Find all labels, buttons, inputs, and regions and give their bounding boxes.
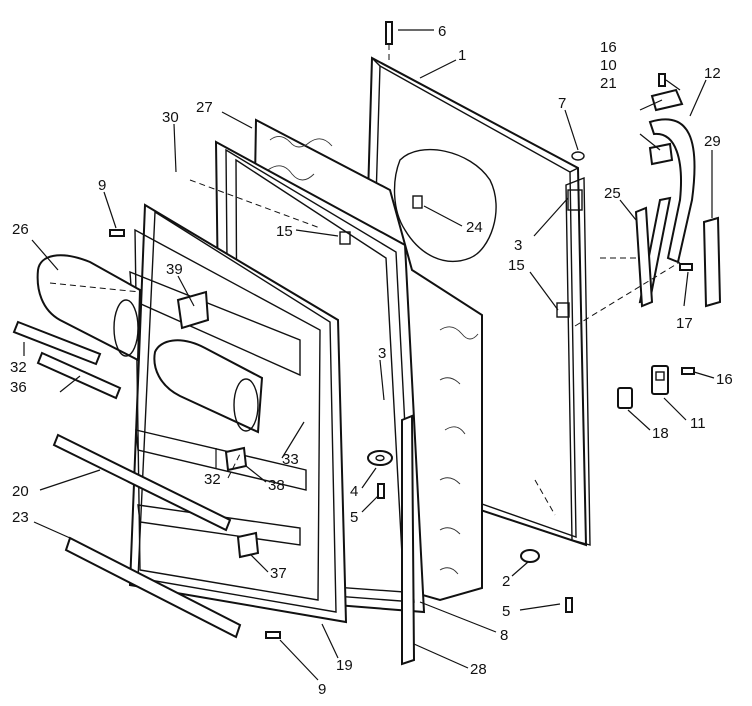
screws [109, 21, 695, 639]
callout-32: 32 [204, 471, 221, 488]
door-stop-2 [520, 549, 540, 563]
trim-25 [634, 206, 654, 308]
cover-11 [651, 365, 669, 395]
callout-21: 21 [600, 75, 617, 92]
shelf-support-38 [224, 446, 248, 472]
callout-37: 37 [270, 565, 287, 582]
callout-32: 32 [10, 359, 27, 376]
callout-5: 5 [502, 603, 510, 620]
callout-8: 8 [500, 627, 508, 644]
shelf-bar-32-36 [12, 320, 122, 400]
callout-15: 15 [508, 257, 525, 274]
callout-30: 30 [162, 109, 179, 126]
callout-27: 27 [196, 99, 213, 116]
shelf-bar-23 [64, 536, 242, 639]
callout-16: 16 [600, 39, 617, 56]
callout-9: 9 [318, 681, 326, 698]
trim-29 [702, 216, 722, 308]
callout-25: 25 [604, 185, 621, 202]
callout-11: 11 [690, 415, 706, 432]
callout-15: 15 [276, 223, 293, 240]
callout-4: 4 [350, 483, 358, 500]
door-stop-bracket [367, 450, 393, 466]
callout-18: 18 [652, 425, 669, 442]
callout-2: 2 [502, 573, 510, 590]
callout-5: 5 [350, 509, 358, 526]
dairy-door-lower [153, 339, 264, 434]
dairy-door-upper [36, 254, 142, 362]
callout-39: 39 [166, 261, 183, 278]
callout-3: 3 [514, 237, 522, 254]
callout-10: 10 [600, 57, 617, 74]
callout-17: 17 [676, 315, 693, 332]
callout-28: 28 [470, 661, 487, 678]
callout-labels: 6 1 16 10 21 12 7 29 27 30 24 25 9 15 3 … [10, 23, 733, 698]
alignment-lines [49, 44, 681, 516]
callout-33: 33 [282, 451, 299, 468]
callout-36: 36 [10, 379, 27, 396]
shelf-support-37 [236, 531, 260, 559]
callout-16: 16 [716, 371, 733, 388]
callout-20: 20 [12, 483, 29, 500]
shelf-support-39 [176, 290, 210, 330]
callout-1: 1 [458, 47, 466, 64]
callout-19: 19 [336, 657, 353, 674]
callout-3: 3 [378, 345, 386, 362]
seal-strip-28 [401, 414, 416, 666]
callout-29: 29 [704, 133, 721, 150]
shelf-bar-20 [52, 433, 232, 532]
callout-12: 12 [704, 65, 721, 82]
callout-26: 26 [12, 221, 29, 238]
callout-6: 6 [438, 23, 446, 40]
callout-24: 24 [466, 219, 483, 236]
handle-cap-10-21 [648, 88, 684, 166]
callout-38: 38 [268, 477, 285, 494]
callout-7: 7 [558, 95, 566, 112]
callout-23: 23 [12, 509, 29, 526]
cover-18 [617, 387, 633, 409]
leader-lines [23, 29, 715, 681]
callout-9: 9 [98, 177, 106, 194]
